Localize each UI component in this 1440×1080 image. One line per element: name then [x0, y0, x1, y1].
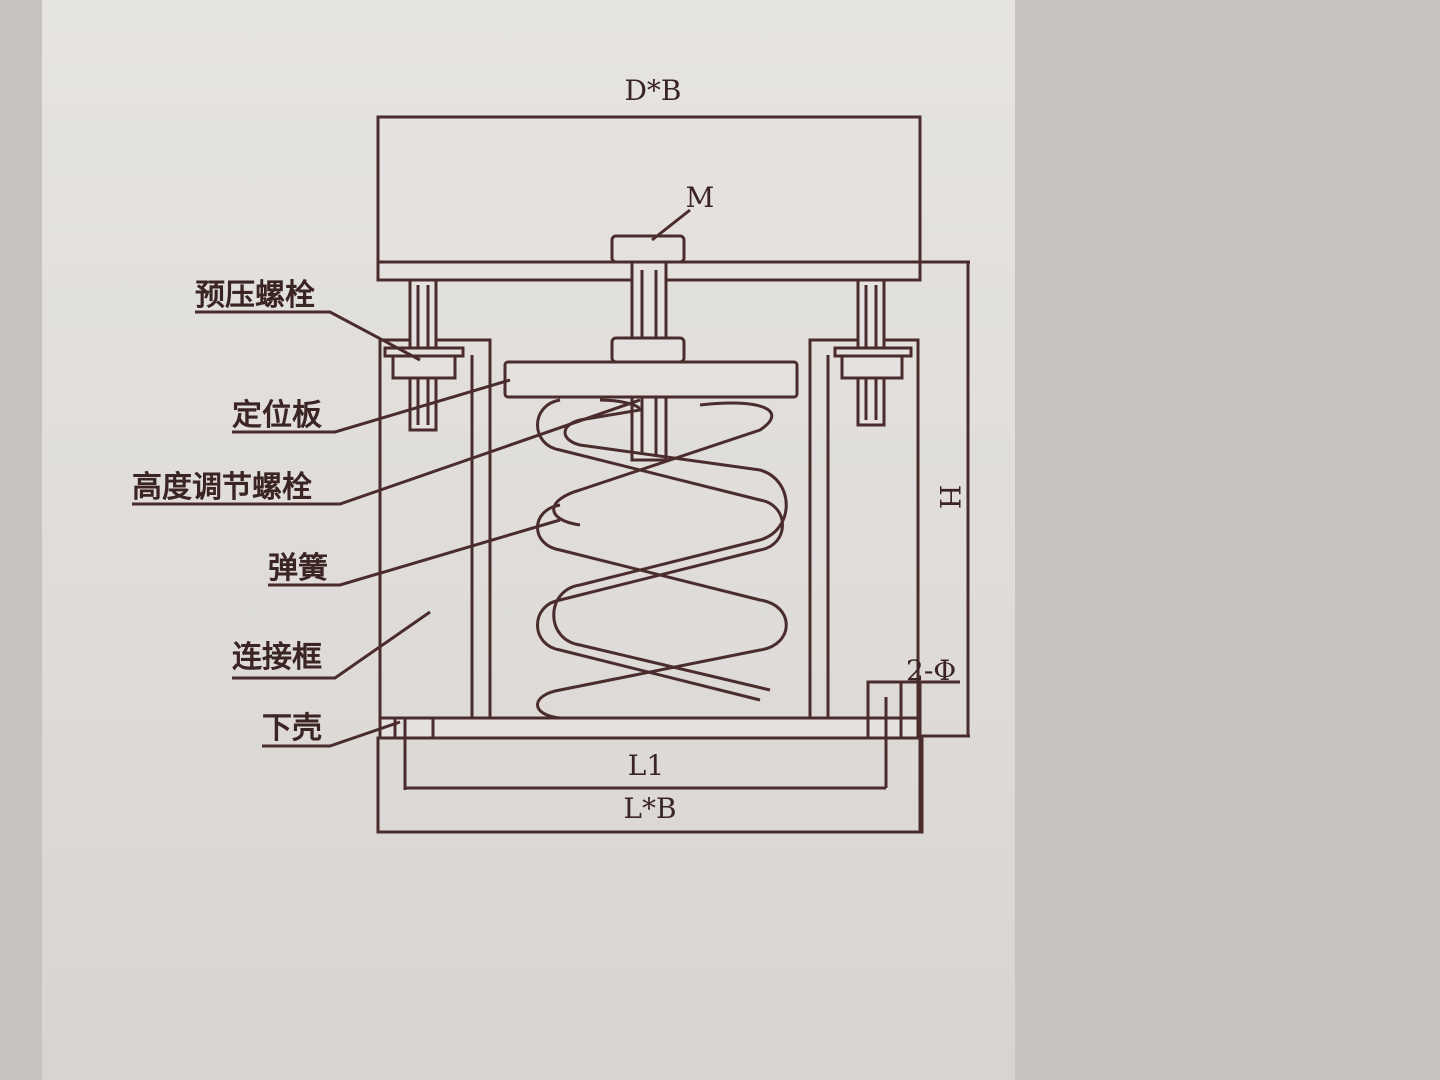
l1-label: L1 — [628, 749, 664, 782]
top-label: D*B — [624, 74, 681, 107]
leader-spring — [268, 518, 561, 587]
spring — [536, 398, 788, 720]
height-dimension — [918, 260, 970, 738]
lower-shell — [376, 736, 924, 834]
label-height-adjust-bolt: 高度调节螺栓 — [132, 470, 312, 505]
height-label: H — [933, 485, 966, 509]
preload-bolt-right — [833, 278, 913, 427]
mounting-hole-left — [393, 716, 435, 790]
holes-label: 2-Φ — [906, 654, 956, 687]
leader-preload-bolt — [195, 310, 421, 362]
leader-lower-shell — [262, 720, 401, 748]
bolt-label: M — [686, 181, 715, 214]
bottom-plate — [378, 716, 920, 740]
label-spring: 弹簧 — [268, 551, 328, 586]
bolt-leader — [651, 208, 691, 242]
label-lower-shell: 下壳 — [262, 711, 322, 746]
label-connecting-frame: 连接框 — [232, 640, 322, 675]
positioning-plate — [503, 360, 799, 399]
leader-positioning-plate — [232, 378, 511, 434]
leader-height-adjust-bolt — [132, 398, 641, 506]
label-preload-bolt: 预压螺栓 — [195, 278, 315, 313]
preload-bolt-left — [383, 278, 465, 432]
mounting-hole-right — [866, 680, 960, 832]
label-positioning-plate: 定位板 — [232, 398, 322, 433]
base-label: L*B — [623, 792, 676, 825]
leader-connecting-frame — [232, 610, 431, 680]
